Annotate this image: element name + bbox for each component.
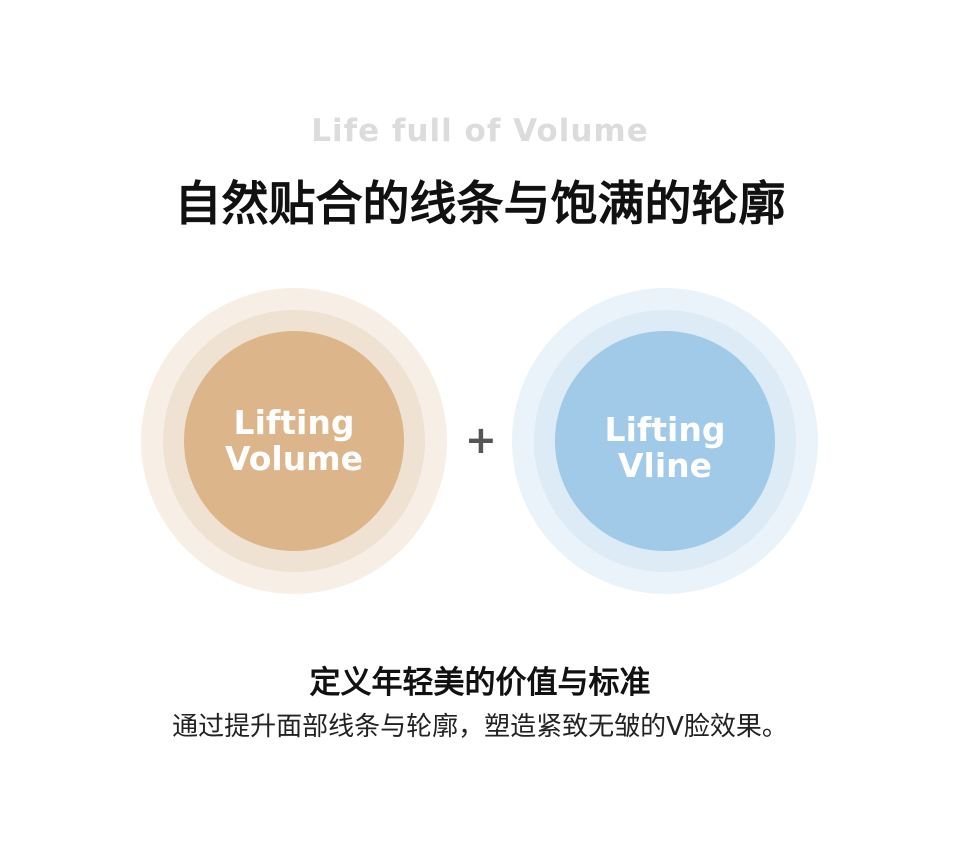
circle-label-line1: Lifting — [604, 410, 726, 449]
circle-label-line2: Volume — [225, 439, 363, 478]
plus-icon: + — [465, 418, 497, 462]
subtitle: Life full of Volume — [311, 113, 649, 149]
circle-label-line2: Vline — [617, 446, 713, 485]
circle-label-line1: Lifting — [233, 403, 355, 442]
section-heading: 定义年轻美的价值与标准 — [309, 665, 651, 701]
page-title: 自然贴合的线条与饱满的轮廓 — [174, 177, 786, 232]
section-description: 通过提升面部线条与轮廓，塑造紧致无皱的V脸效果。 — [172, 712, 788, 742]
